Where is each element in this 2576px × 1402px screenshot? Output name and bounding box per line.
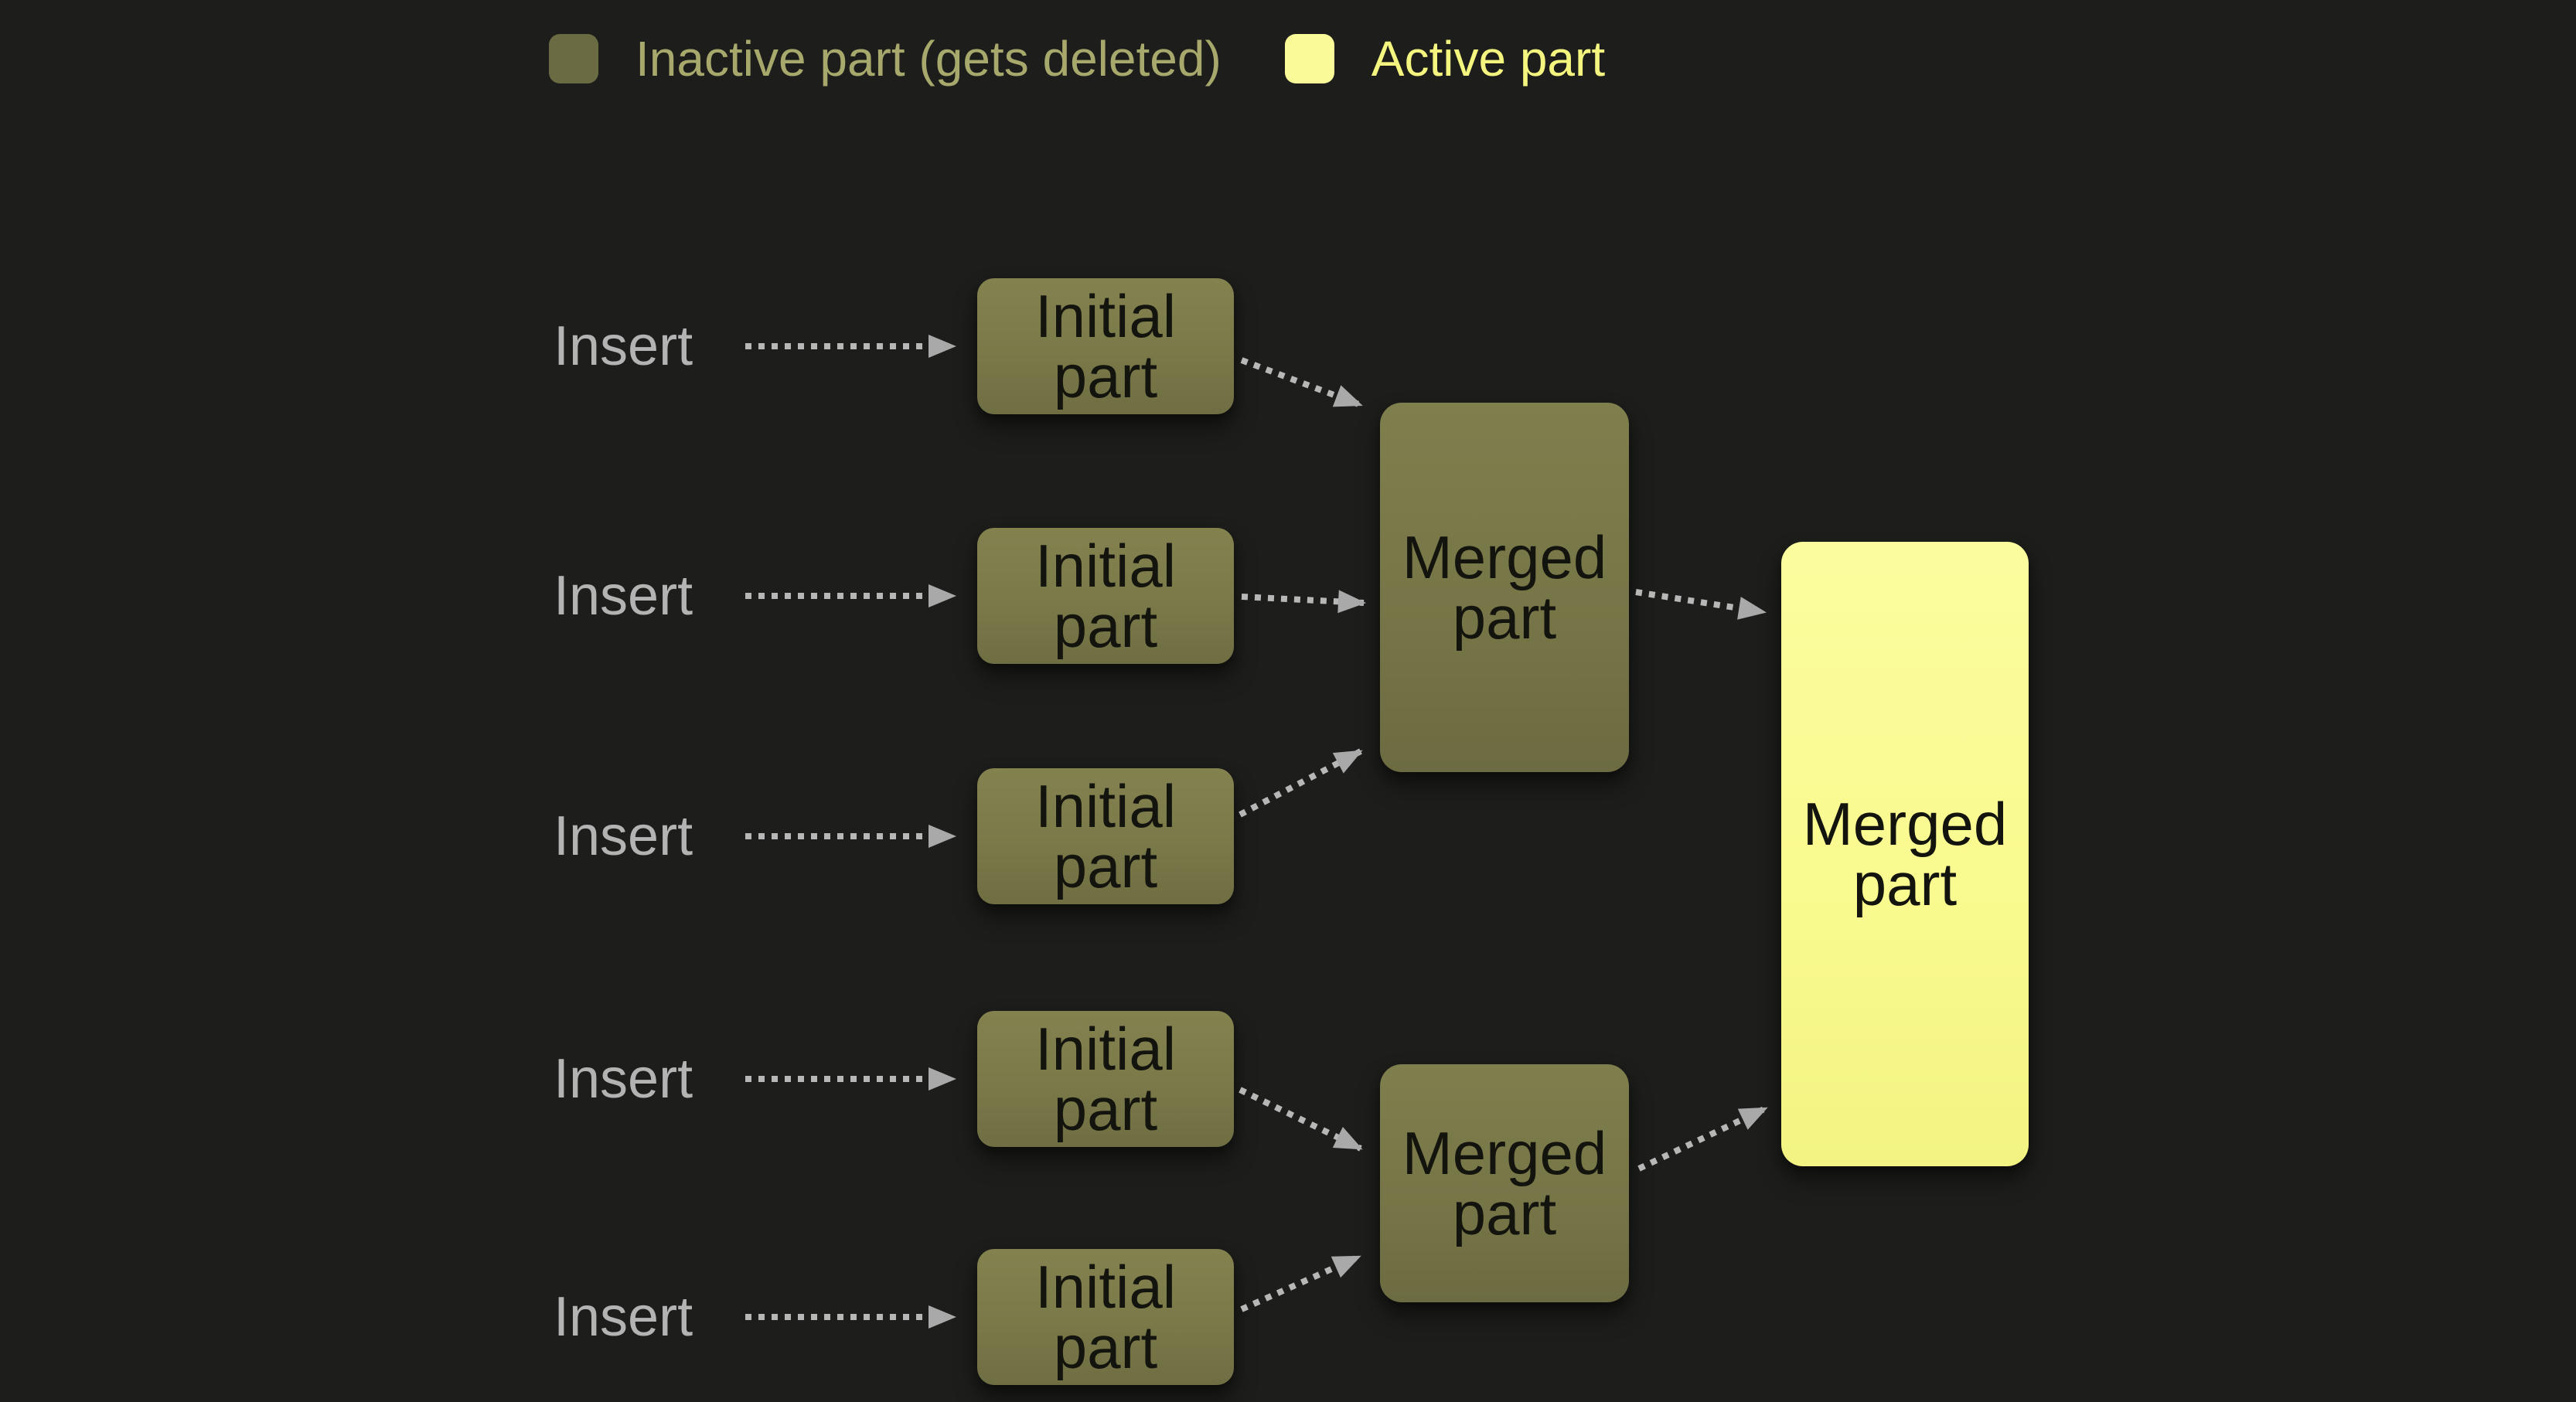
arrow-initial1-to-merged1 — [1240, 357, 1363, 408]
initial-part-node-3: Initial part — [977, 768, 1234, 904]
insert-label-3: Insert — [554, 805, 693, 867]
merged-part-node-2: Merged part — [1380, 1064, 1629, 1302]
legend-item-active: Active part — [1284, 31, 1606, 87]
arrow-initial2-to-merged1 — [1241, 590, 1366, 614]
merged-part-node-final: Merged part — [1781, 542, 2029, 1166]
legend-active-label: Active part — [1371, 31, 1606, 87]
node-label: Initial part — [1034, 1253, 1177, 1381]
node-label: Merged part — [1402, 1119, 1607, 1247]
legend-item-inactive: Inactive part (gets deleted) — [549, 31, 1222, 87]
arrow-merged2-to-final — [1637, 1105, 1768, 1172]
legend-inactive-label: Inactive part (gets deleted) — [635, 31, 1222, 87]
initial-part-node-4: Initial part — [977, 1011, 1234, 1147]
node-label: Initial part — [1034, 282, 1177, 410]
node-label: Merged part — [1402, 523, 1607, 652]
node-label: Initial part — [1034, 1015, 1177, 1143]
arrow-initial3-to-merged1 — [1239, 748, 1363, 818]
arrow-merged1-to-final — [1635, 589, 1767, 620]
node-label: Initial part — [1034, 772, 1177, 900]
legend: Inactive part (gets deleted) Active part — [549, 31, 1605, 87]
insert-label-4: Insert — [554, 1048, 693, 1110]
insert-label-2: Insert — [554, 565, 693, 627]
inactive-swatch-icon — [549, 34, 598, 83]
active-swatch-icon — [1284, 34, 1334, 83]
arrow-initial5-to-merged2 — [1240, 1254, 1361, 1312]
merged-part-node-1: Merged part — [1380, 403, 1629, 772]
initial-part-node-1: Initial part — [977, 278, 1234, 414]
insert-label-1: Insert — [554, 315, 693, 377]
insert-label-5: Insert — [554, 1286, 693, 1348]
node-label: Merged part — [1802, 790, 2008, 918]
initial-part-node-2: Initial part — [977, 528, 1234, 664]
arrow-initial4-to-merged2 — [1239, 1087, 1363, 1152]
node-label: Initial part — [1034, 532, 1177, 660]
initial-part-node-5: Initial part — [977, 1249, 1234, 1385]
